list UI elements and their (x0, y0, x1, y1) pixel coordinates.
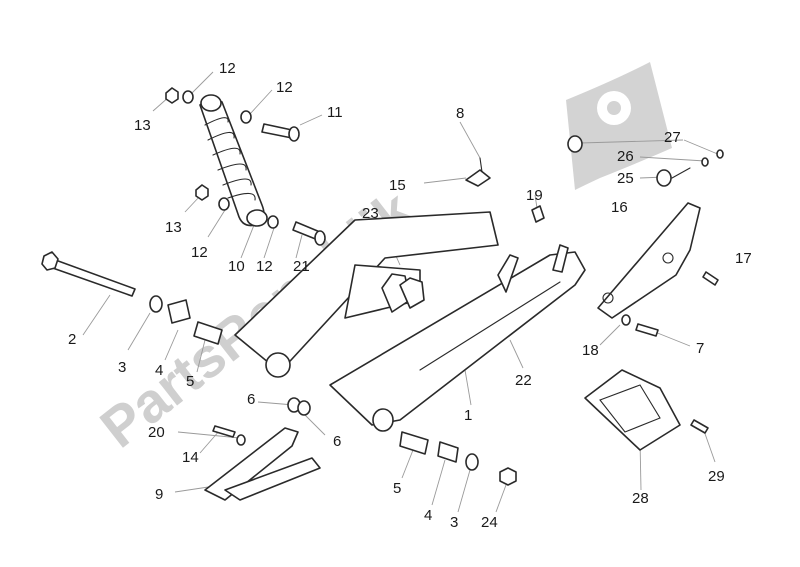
callout-14: 14 (182, 449, 199, 466)
callout-labels: 12 12 13 11 8 15 19 27 26 25 16 17 23 13… (68, 60, 752, 531)
washer-18 (621, 314, 631, 326)
callout-16: 16 (611, 199, 628, 216)
right-pivot-hardware (399, 431, 517, 486)
bolt-21 (292, 221, 326, 246)
chain-slider (204, 427, 321, 501)
callout-5: 5 (186, 373, 194, 390)
shock-hardware (165, 87, 279, 229)
watermark-gear-icon (597, 91, 631, 125)
callout-25: 25 (617, 170, 634, 187)
bolt-11 (261, 123, 300, 142)
callout-21: 21 (293, 258, 310, 275)
callout-10: 10 (228, 258, 245, 275)
screw-14 (212, 425, 246, 446)
swingarm (234, 211, 586, 432)
callout-6: 6 (247, 391, 255, 408)
callout-6: 6 (333, 433, 341, 450)
bracket-15 (465, 157, 491, 187)
watermark-flag-icon (566, 62, 672, 190)
callout-28: 28 (632, 490, 649, 507)
bracket-parts (567, 135, 724, 187)
axle-2 (41, 251, 136, 297)
callout-4: 4 (155, 362, 163, 379)
callout-13: 13 (165, 219, 182, 236)
rear-shock-absorber (199, 94, 268, 227)
bolt-7 (635, 323, 659, 337)
callout-9: 9 (155, 486, 163, 503)
clip-19 (531, 205, 545, 223)
callout-24: 24 (481, 514, 498, 531)
callout-3: 3 (450, 514, 458, 531)
callout-15: 15 (389, 177, 406, 194)
callout-13: 13 (134, 117, 151, 134)
callout-17: 17 (735, 250, 752, 267)
chain-guard (597, 202, 701, 319)
callout-11: 11 (327, 104, 343, 121)
callout-22: 22 (515, 372, 532, 389)
left-pivot-hardware (149, 295, 223, 345)
callout-23: 23 (362, 205, 379, 222)
callout-20: 20 (148, 424, 165, 441)
callout-12: 12 (276, 79, 293, 96)
callout-4: 4 (424, 507, 432, 524)
bolt-17 (702, 271, 719, 286)
callout-7: 7 (696, 340, 704, 357)
callout-3: 3 (118, 359, 126, 376)
callout-12: 12 (219, 60, 236, 77)
callout-8: 8 (456, 105, 464, 122)
nuts-6 (287, 397, 311, 416)
callout-18: 18 (582, 342, 599, 359)
callout-29: 29 (708, 468, 725, 485)
callout-12: 12 (191, 244, 208, 261)
callout-1: 1 (464, 407, 472, 424)
mudflap-bracket-28 (584, 369, 681, 451)
callout-26: 26 (617, 148, 634, 165)
callout-27: 27 (664, 129, 681, 146)
callout-5: 5 (393, 480, 401, 497)
screw-29 (690, 419, 709, 434)
callout-12: 12 (256, 258, 273, 275)
callout-2: 2 (68, 331, 76, 348)
callout-19: 19 (526, 187, 543, 204)
